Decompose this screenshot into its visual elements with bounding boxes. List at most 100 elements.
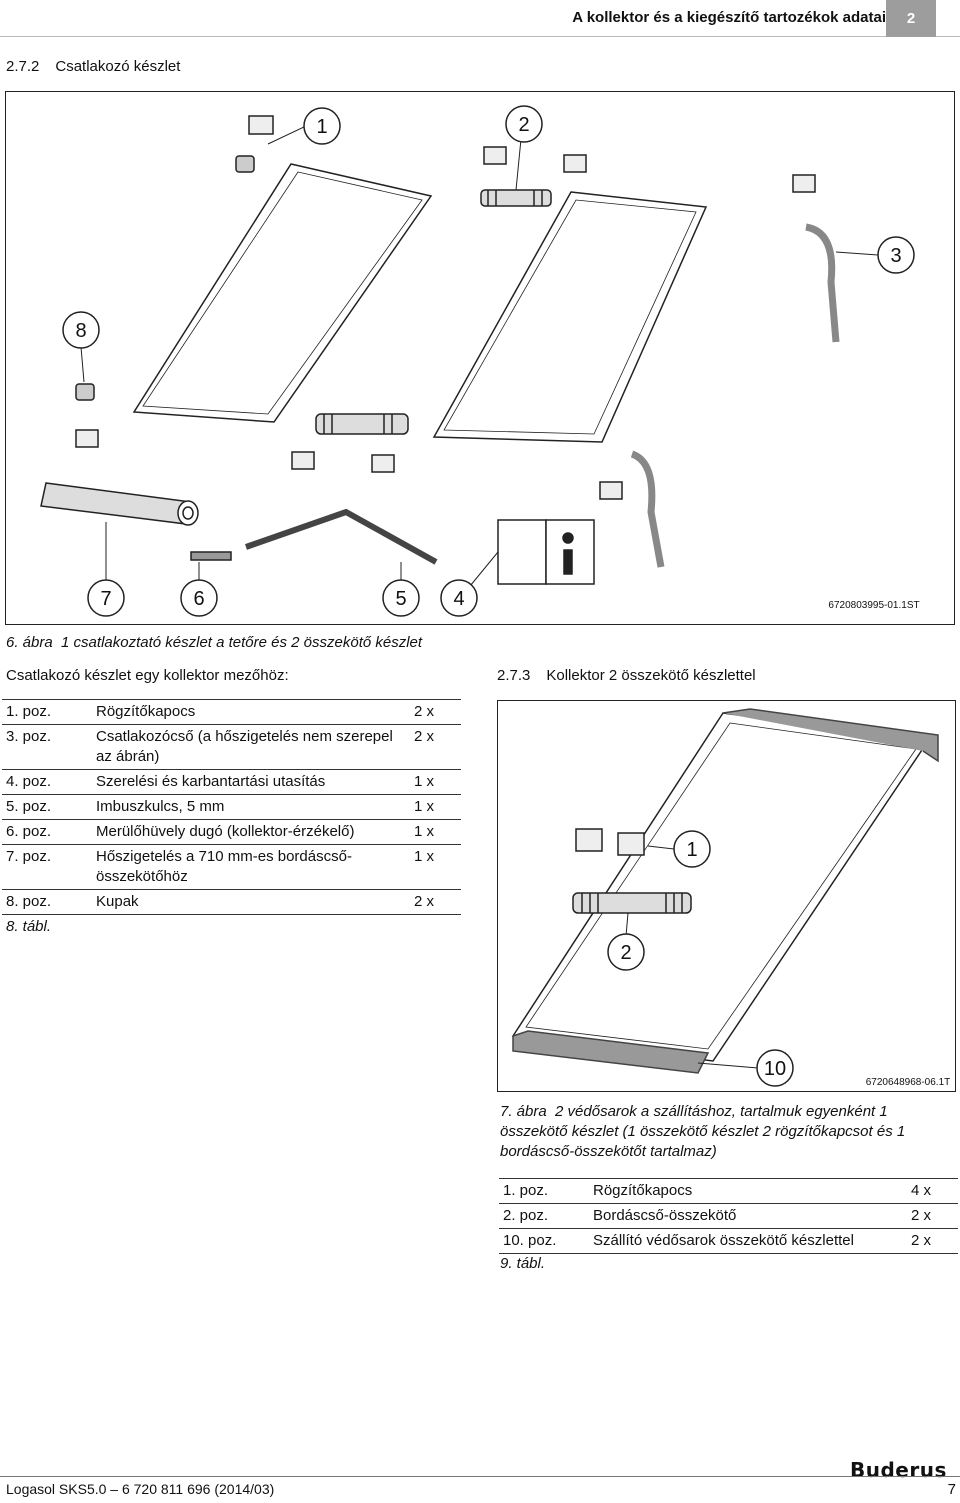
collector-panel (511, 712, 930, 1062)
cell-desc: Bordáscső-összekötő (589, 1203, 907, 1229)
cell-qty: 2 x (410, 889, 461, 915)
clip (248, 115, 274, 135)
callout-5: 5 (395, 588, 406, 610)
section-number: 2.7.2 (6, 58, 40, 75)
page-header: A kollektor és a kiegészítő tartozékok a… (0, 0, 960, 37)
table-row: 10. poz.Szállító védősarok összekötő kés… (499, 1228, 958, 1254)
cell-pos: 2. poz. (499, 1203, 589, 1229)
cell-desc: Szerelési és karbantartási utasítás (92, 769, 410, 795)
section-title: Kollektor 2 összekötő készlettel (546, 667, 756, 684)
cell-qty: 2 x (410, 699, 461, 725)
callout-8: 8 (75, 320, 86, 342)
clip (599, 481, 623, 500)
cell-desc: Kupak (92, 889, 410, 915)
section-heading-2: 2.7.3 Kollektor 2 összekötő készlettel (497, 667, 756, 684)
cell-qty: 4 x (907, 1178, 958, 1204)
cell-pos: 1. poz. (499, 1178, 589, 1204)
cell-desc: Imbuszkulcs, 5 mm (92, 794, 410, 820)
header-title: A kollektor és a kiegészítő tartozékok a… (572, 9, 886, 26)
hose-bottom-right (630, 450, 665, 568)
clip (563, 154, 587, 173)
cell-desc: Csatlakozócső (a hőszigetelés nem szerep… (92, 724, 410, 770)
document-reference: Logasol SKS5.0 – 6 720 811 696 (2014/03) (6, 1481, 275, 1497)
figure-2-drawing: 1 2 10 6720648968-06.1T (511, 708, 951, 1088)
clip (483, 146, 507, 165)
cell-desc: Merülőhüvely dugó (kollektor-érzékelő) (92, 819, 410, 845)
callout-3: 3 (890, 245, 901, 267)
cell-qty: 1 x (410, 769, 461, 795)
section-number: 2.7.3 (497, 667, 531, 684)
clip (792, 174, 816, 193)
figure-connection-kit: 1 2 3 8 7 6 5 4 6720803995-01.1ST (5, 91, 955, 625)
subheading-kit: Csatlakozó készlet egy kollektor mezőhöz… (6, 667, 289, 684)
callout-6: 6 (193, 588, 204, 610)
table-row: 4. poz.Szerelési és karbantartási utasít… (2, 769, 461, 795)
cell-pos: 7. poz. (2, 844, 92, 890)
cell-qty: 1 x (410, 794, 461, 820)
clip (575, 828, 603, 852)
cell-qty: 1 x (410, 819, 461, 845)
callout-1: 1 (316, 116, 327, 138)
cell-pos: 10. poz. (499, 1228, 589, 1254)
connector-tube-top (480, 189, 552, 207)
chapter-number: 2 (886, 0, 936, 37)
figure-code: 6720648968-06.1T (866, 1077, 951, 1088)
callout-4: 4 (453, 588, 464, 610)
figure-code: 6720803995-01.1ST (828, 600, 919, 611)
cell-pos: 3. poz. (2, 724, 92, 770)
clip (291, 451, 315, 470)
callout-7: 7 (100, 588, 111, 610)
cell-desc: Szállító védősarok összekötő készlettel (589, 1228, 907, 1254)
cap (75, 383, 95, 401)
connector-tube (572, 892, 692, 914)
callout-1: 1 (686, 839, 697, 861)
page-number: 7 (947, 1481, 956, 1498)
section-heading-1: 2.7.2 Csatlakozó készlet (6, 58, 180, 75)
clip (75, 429, 99, 448)
allen-key (245, 508, 438, 565)
section-title: Csatlakozó készlet (55, 58, 181, 75)
cell-desc: Rögzítőkapocs (589, 1178, 907, 1204)
page-footer: Logasol SKS5.0 – 6 720 811 696 (2014/03)… (0, 1476, 960, 1503)
table-row: 3. poz.Csatlakozócső (a hőszigetelés nem… (2, 724, 461, 770)
figure-1-drawing: 1 2 3 8 7 6 5 4 6720803995-01.1ST (40, 105, 920, 617)
connector-tube-bottom (315, 413, 409, 435)
figure-1-caption: 6. ábra 1 csatlakoztató készlet a tetőre… (6, 633, 422, 653)
cell-qty: 1 x (410, 844, 461, 890)
table-1-caption: 8. tábl. (6, 918, 52, 935)
buderus-logo: Buderus (850, 1458, 947, 1482)
callout-2: 2 (620, 942, 631, 964)
clip (617, 832, 645, 856)
caption-text: 2 védősarok a szállításhoz, tartalmuk eg… (500, 1103, 906, 1160)
insulation-tube (40, 482, 199, 526)
cell-desc: Rögzítőkapocs (92, 699, 410, 725)
cell-pos: 4. poz. (2, 769, 92, 795)
table-row: 7. poz.Hőszigetelés a 710 mm-es bordáscs… (2, 844, 461, 890)
cell-pos: 5. poz. (2, 794, 92, 820)
cell-qty: 2 x (907, 1203, 958, 1229)
callout-10: 10 (764, 1058, 786, 1080)
cap (235, 155, 255, 173)
table-2-caption: 9. tábl. (500, 1255, 546, 1272)
collector-panel-right (432, 191, 708, 443)
sensor-plug (190, 551, 232, 561)
cell-qty: 2 x (410, 724, 461, 770)
collector-panel-left (132, 163, 433, 423)
figure-2-caption: 7. ábra 2 védősarok a szállításhoz, tart… (500, 1102, 955, 1162)
callout-2: 2 (518, 114, 529, 136)
cell-pos: 8. poz. (2, 889, 92, 915)
figure-collector-with-kits: 1 2 10 6720648968-06.1T (497, 700, 956, 1092)
caption-label: 6. ábra (6, 634, 53, 651)
cell-pos: 1. poz. (2, 699, 92, 725)
protective-corner-top (722, 708, 939, 763)
table-row: 6. poz.Merülőhüvely dugó (kollektor-érzé… (2, 819, 461, 845)
caption-label: 7. ábra (500, 1103, 547, 1120)
cell-desc: Hőszigetelés a 710 mm-es bordáscső-össze… (92, 844, 410, 890)
manual-book-icon (497, 519, 595, 585)
